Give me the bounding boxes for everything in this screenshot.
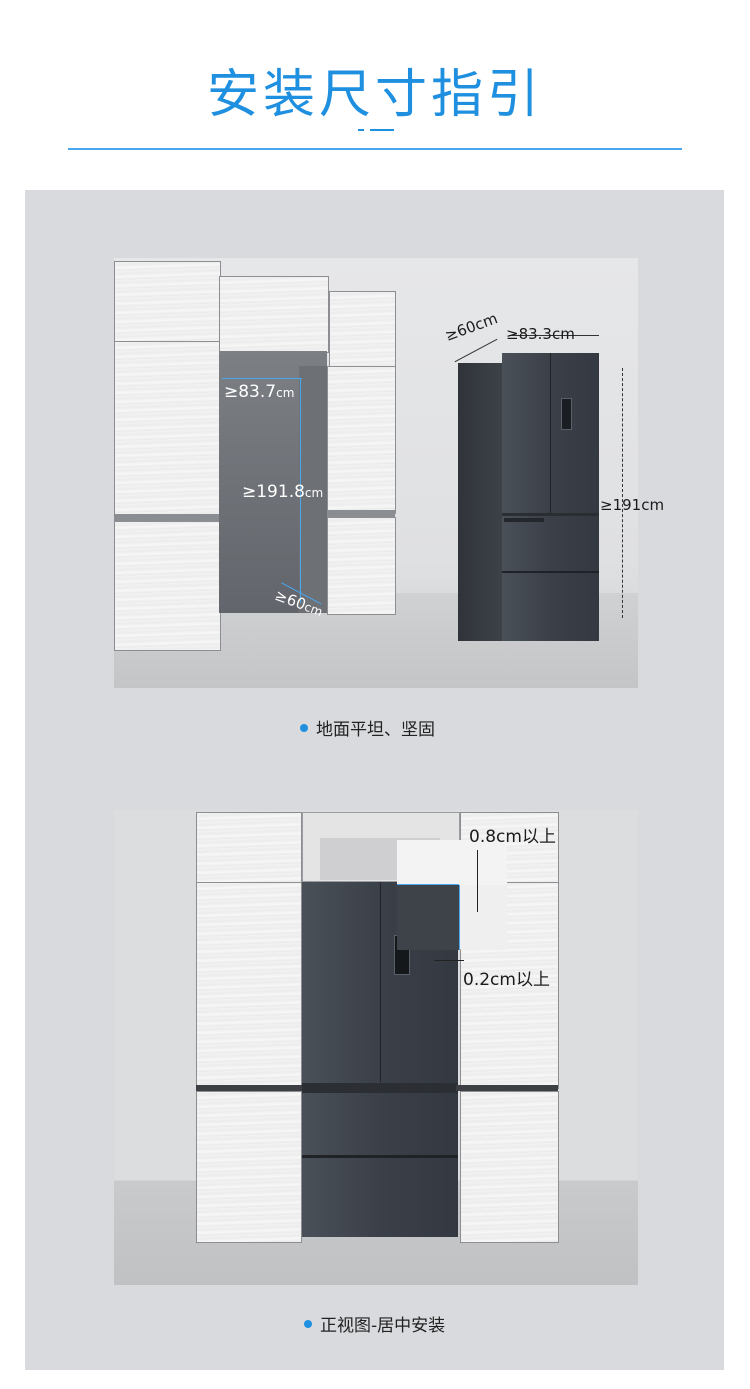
cabinet-left-top (196, 812, 302, 884)
cabinet-bottom-right (327, 517, 396, 615)
fridge-door-split (380, 882, 381, 1082)
cabinet-shelf-left (114, 514, 222, 521)
fridge-drawer-line-1 (502, 513, 599, 516)
cabinet-right-bottom (460, 1091, 559, 1243)
fridge-depth-label: ≥60cm (442, 309, 500, 345)
niche-inner-side (299, 366, 329, 613)
caption-front-view: 正视图-居中安装 (304, 1311, 445, 1336)
cabinet-top-left (114, 261, 221, 343)
top-gap-arrow-icon (477, 850, 478, 912)
cabinet-top-center (219, 276, 329, 353)
cabinet-shelf-right (327, 510, 395, 517)
niche-width-label: ≥83.7cm (224, 382, 294, 402)
cabinet-left-bottom (196, 1091, 302, 1243)
cabinet-left-middle (196, 882, 302, 1089)
niche-width-line (222, 378, 302, 379)
detail-magnifier (397, 840, 507, 950)
fridge-door-split (550, 353, 551, 513)
bullet-dot-icon (304, 1320, 312, 1328)
fridge-depth-line (454, 338, 498, 363)
fridge-drawer-line-2 (302, 1155, 458, 1158)
fridge-width-line (509, 335, 599, 336)
fridge-height-line (622, 368, 624, 618)
niche-height-label: ≥191.8cm (242, 482, 323, 502)
title-underline-dash (358, 129, 394, 131)
title-divider (68, 148, 682, 150)
fridge-display-panel (561, 398, 572, 430)
caption-floor-text: 地面平坦、坚固 (316, 720, 435, 740)
niche-height-line (300, 378, 301, 603)
caption-floor: 地面平坦、坚固 (300, 715, 435, 740)
niche-height-unit: cm (304, 486, 324, 500)
fridge-handle-bar (504, 518, 544, 522)
front-view-illustration: 0.8cm以上 0.2cm以上 (114, 810, 638, 1285)
niche-width-unit: cm (276, 386, 295, 400)
top-gap-label: 0.8cm以上 (469, 827, 556, 847)
shelf-right (456, 1085, 558, 1091)
niche-width-value: ≥83.7 (224, 382, 277, 402)
fridge-drawer-line-1 (302, 1083, 458, 1093)
cabinet-middle-right (327, 366, 396, 514)
cabinet-top-right (329, 291, 396, 368)
side-gap-label: 0.2cm以上 (463, 970, 550, 990)
bullet-dot-icon (300, 724, 308, 732)
cabinet-bottom-left (114, 521, 221, 651)
niche-illustration: ≥83.7cm ≥191.8cm ≥60cm ≥60cm ≥83.3cm ≥19… (114, 258, 664, 688)
niche-height-value: ≥191.8 (242, 482, 305, 502)
fridge-drawer-line-2 (502, 571, 599, 573)
fridge-width-label: ≥83.3cm (506, 325, 575, 343)
caption-front-view-text: 正视图-居中安装 (320, 1316, 446, 1336)
cabinet-middle-left (114, 341, 221, 518)
side-gap-arrow-icon (434, 960, 464, 961)
page-title: 安装尺寸指引 (206, 65, 543, 125)
shelf-left (196, 1085, 304, 1091)
fridge-side-view (458, 363, 504, 641)
fridge-height-label: ≥191cm (600, 496, 665, 514)
